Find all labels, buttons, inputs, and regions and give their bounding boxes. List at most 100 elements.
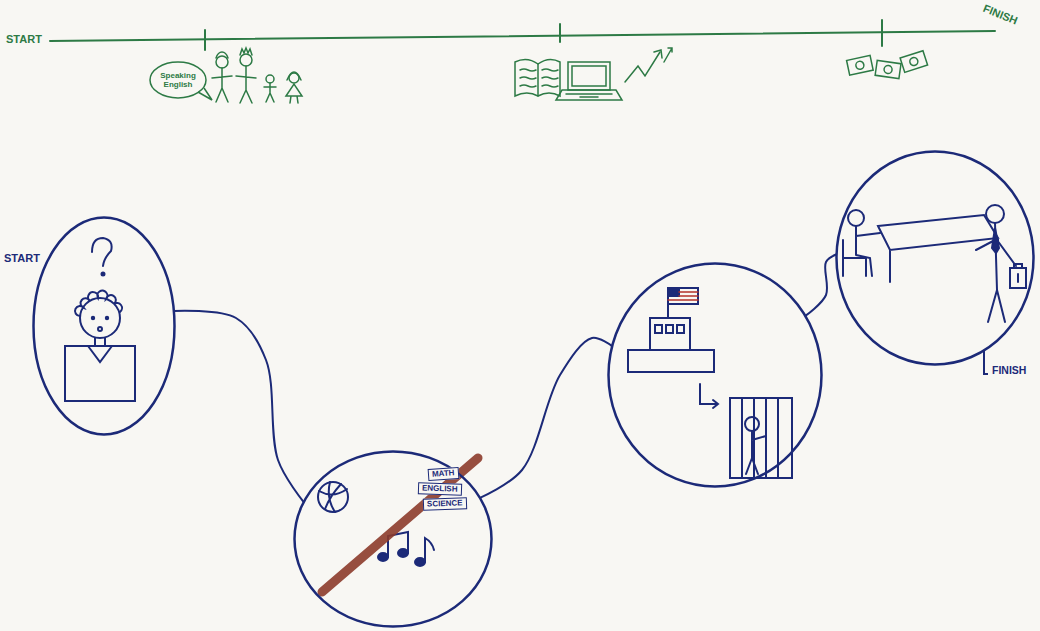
journey-circle: START (32, 216, 176, 436)
family-figures (240, 48, 252, 55)
timeline (204, 30, 206, 50)
school-to-jail (628, 350, 714, 372)
family-figures (212, 48, 302, 103)
journey-path (174, 311, 304, 502)
school-to-jail (677, 325, 684, 333)
confused-student (65, 238, 135, 401)
hobbies-crossed (415, 558, 425, 566)
school-to-jail (668, 292, 698, 300)
confused-student (65, 346, 135, 401)
school-to-jail (730, 398, 792, 478)
circle-outline (837, 152, 1034, 365)
study-icons (568, 62, 610, 90)
hobbies-crossed (319, 482, 347, 512)
school-to-jail (746, 431, 766, 474)
study-icons (520, 69, 536, 87)
timeline-start: START (6, 33, 42, 45)
timeline (881, 20, 883, 46)
confused-student (88, 346, 112, 362)
money-icons (847, 51, 928, 79)
money-icons (909, 56, 919, 66)
stage-label: START (4, 252, 40, 264)
family-figures (216, 56, 228, 68)
study-icons (537, 64, 539, 96)
confused-student (102, 273, 105, 276)
speech-bubble (198, 88, 212, 100)
study-icons (556, 90, 622, 100)
circle-outline (607, 262, 823, 488)
hobbies-crossed (322, 458, 478, 592)
leader-line (984, 350, 988, 374)
confused-student (92, 238, 112, 266)
family-figures (286, 84, 302, 103)
job-interview (986, 205, 1004, 223)
hobbies-crossed (318, 458, 478, 592)
family-figures (236, 66, 256, 103)
speech-bubble (150, 62, 212, 100)
family-figures (287, 72, 301, 80)
family-figures (240, 54, 252, 66)
job-interview (848, 210, 864, 226)
family-figures (212, 68, 232, 102)
school-to-jail (650, 318, 690, 350)
timeline (559, 24, 561, 42)
book-title: SCIENCE (423, 497, 467, 511)
job-interview (1014, 264, 1022, 282)
study-icons (664, 48, 672, 62)
money-icons (847, 55, 874, 75)
timeline (50, 31, 995, 41)
study-icons (515, 48, 672, 100)
family-figures (216, 52, 228, 58)
school-to-jail (668, 288, 679, 296)
job-interview (856, 226, 880, 276)
speech-bubble (150, 62, 206, 98)
school-to-jail (655, 325, 662, 333)
study-icons (566, 94, 612, 97)
circle-outline (32, 216, 176, 436)
timeline (50, 20, 995, 50)
circle-outline (295, 452, 492, 627)
stage-label: FINISH (992, 364, 1026, 376)
hobbies-crossed (398, 549, 408, 557)
school-to-jail (628, 288, 792, 478)
school-to-jail (668, 288, 698, 304)
money-icons (900, 51, 927, 73)
school-to-jail (742, 398, 778, 478)
circle-outline (835, 150, 1035, 366)
study-icons (572, 66, 606, 86)
leader-line (984, 350, 988, 374)
hobbies-crossed (318, 482, 348, 512)
study-icons (515, 59, 560, 96)
journey-path (480, 338, 612, 498)
money-icons (900, 51, 927, 73)
confused-student (92, 317, 94, 319)
circle-outline (609, 264, 822, 487)
confused-student (98, 327, 102, 331)
money-icons (855, 61, 864, 70)
journey-path (805, 254, 836, 316)
money-icons (884, 65, 893, 74)
study-icons (654, 50, 662, 58)
study-icons (625, 52, 660, 82)
money-icons (875, 60, 901, 78)
confused-student (75, 291, 122, 316)
book-title: ENGLISH (418, 482, 462, 496)
job-interview (843, 205, 1026, 322)
family-figures (264, 83, 276, 102)
book-title: MATH (427, 467, 458, 481)
money-icons (847, 55, 874, 75)
family-figures (266, 75, 274, 83)
speech-text: Speaking English (156, 71, 200, 89)
journey-circle: MATHENGLISHSCIENCE (293, 450, 493, 628)
journey-circle (607, 262, 823, 488)
confused-student (106, 317, 108, 319)
connectors (174, 254, 837, 502)
school-to-jail (745, 417, 759, 431)
school-to-jail (700, 384, 718, 408)
school-to-jail (666, 325, 673, 333)
job-interview (843, 240, 866, 276)
hobbies-crossed (425, 538, 434, 562)
timeline-finish: FINISH (982, 2, 1020, 27)
study-icons (542, 69, 558, 87)
journey-circle: FINISH (835, 150, 1035, 366)
